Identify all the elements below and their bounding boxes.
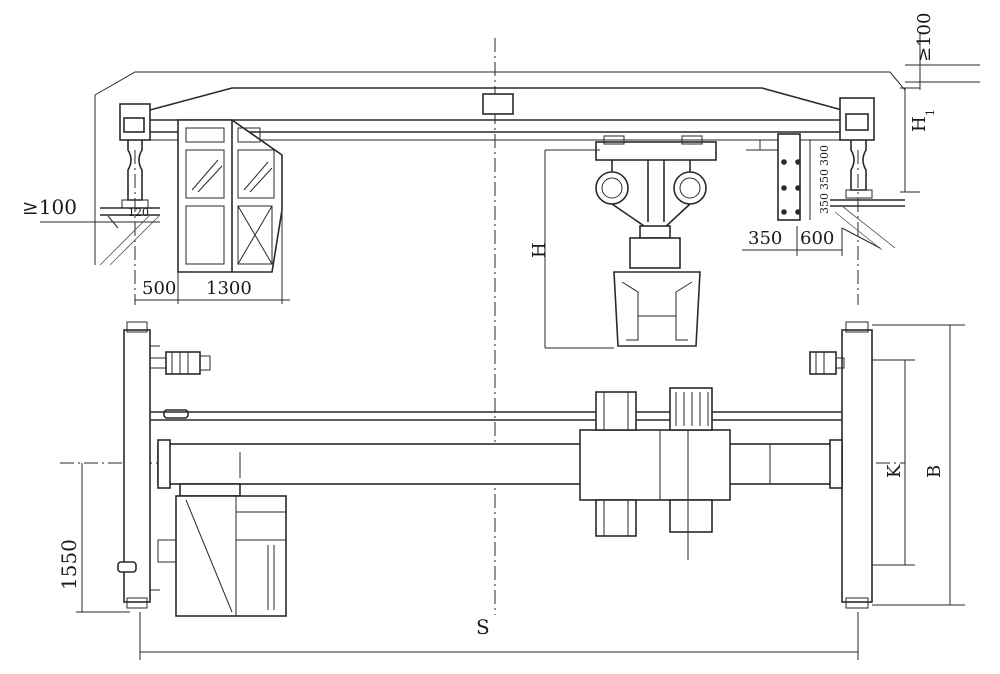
main-girders [150,411,843,489]
height-label: H [529,242,550,258]
nameplate [482,93,514,115]
clearance-left-label: ≥100 [22,195,77,219]
vert-350b-label: 350 [818,193,831,214]
h1-subscript: 1 [924,109,937,116]
right-end-carriage [830,97,905,251]
vert-300-label: 300 [818,145,831,166]
clearance-top-label: ≥100 [914,13,935,62]
right-end-truck [809,321,873,609]
dim-1550-label: 1550 [57,539,81,590]
h1-label: H [909,116,930,132]
plan-view [76,321,965,660]
operator-cab [177,119,283,273]
span-label: S [476,615,490,639]
cab-dim-500: 500 [142,278,176,299]
elevation-view [40,32,980,349]
left-end-truck [117,321,211,609]
left-end-carriage [99,103,161,266]
conductor-bracket [746,133,811,221]
vert-350a-label: 350 [818,169,831,190]
width-b-label: B [924,465,945,478]
elevation-dimensions [40,32,921,349]
plan-dimensions [76,324,965,660]
cab-dim-1300: 1300 [206,278,252,299]
dim-350-label: 350 [748,228,782,249]
electric-hoist [595,135,717,347]
offset-120-label: 120 [128,206,149,219]
wheelbase-k-label: K [884,464,905,478]
dim-600-label: 600 [800,228,834,249]
trolley-motors [579,387,771,560]
cab-plan [157,483,287,617]
